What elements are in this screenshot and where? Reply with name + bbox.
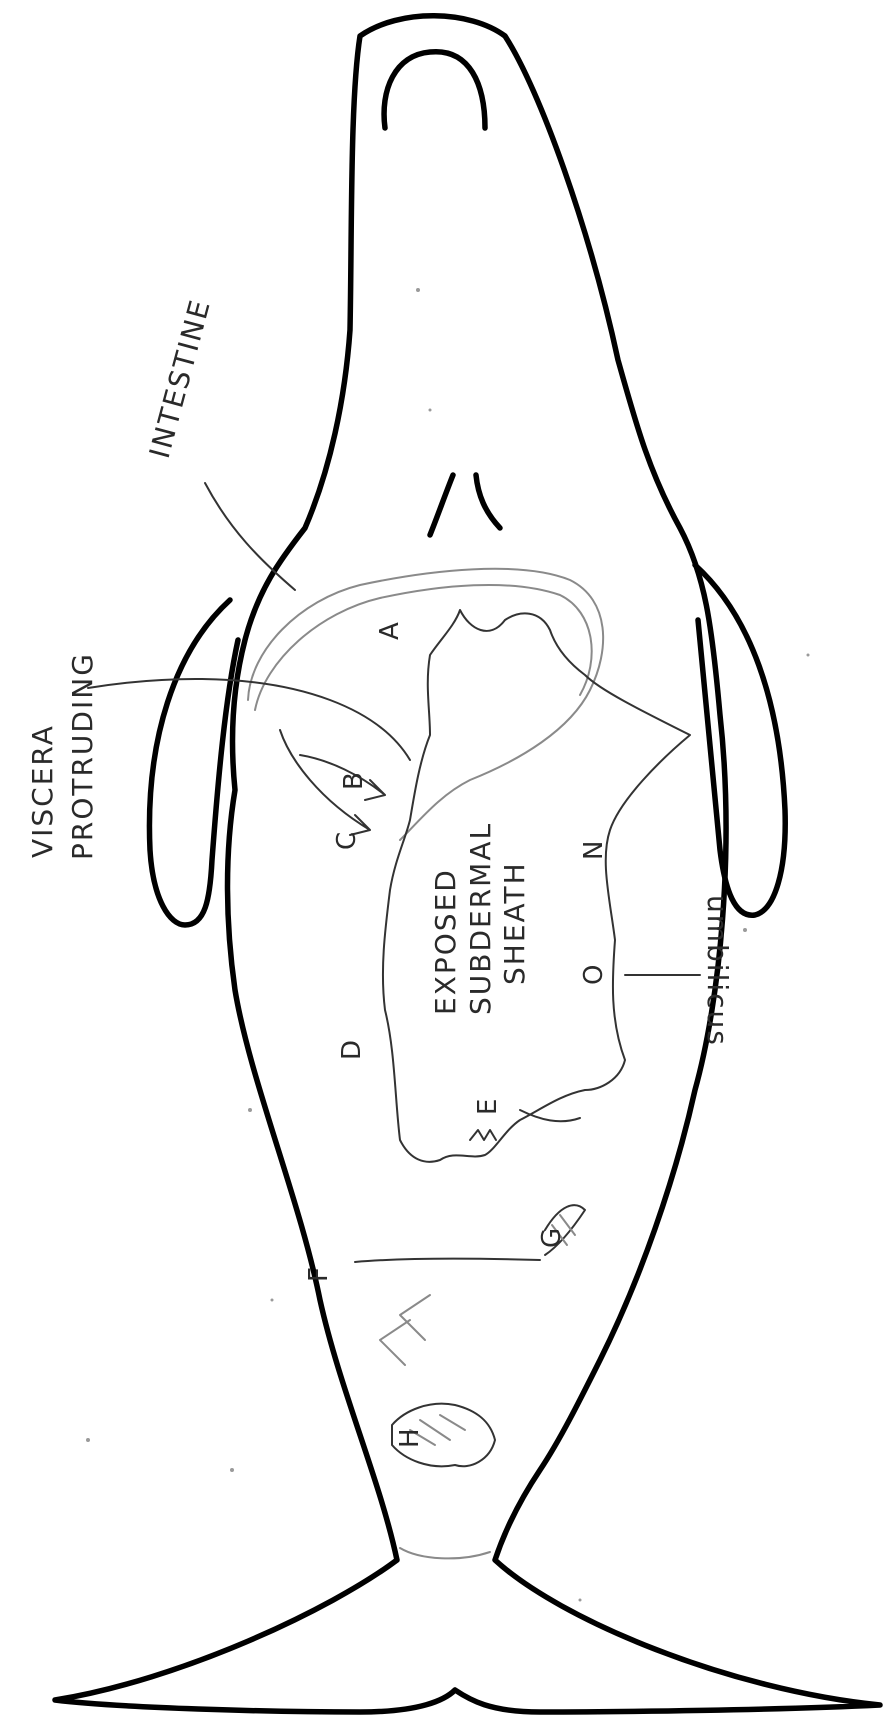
chevron-mark-2 [380, 1320, 410, 1365]
head-inner-outline [384, 52, 485, 128]
chevron-mark-1 [400, 1295, 430, 1340]
sheath-squiggle [470, 1130, 496, 1140]
label-protruding: PROTRUDING [66, 652, 99, 860]
point-label-g: G [537, 1228, 567, 1248]
point-label-a: A [375, 622, 405, 640]
slit-mark-right [476, 475, 500, 528]
label-exposed: EXPOSED [429, 868, 462, 1015]
point-label-n: N [579, 841, 609, 860]
point-label-b: B [339, 772, 369, 790]
point-label-c: C [332, 832, 362, 850]
peduncle-sketch [400, 1548, 490, 1558]
intestine-pointer [205, 483, 295, 590]
label-intestine: INTESTINE [143, 295, 217, 462]
label-viscera: VISCERA [26, 724, 59, 858]
point-label-o: O [579, 965, 609, 985]
point-label-h: H [395, 1428, 425, 1448]
slit-mark-left [430, 475, 453, 535]
point-label-e: E [473, 1099, 503, 1115]
label-subdermal: SUBDERMAL [464, 822, 497, 1015]
point-label-d: D [337, 1040, 367, 1060]
point-label-f: F [304, 1267, 334, 1282]
intestine-loop [248, 569, 603, 840]
label-sheath: SHEATH [498, 861, 531, 985]
lower-groove [355, 1259, 540, 1262]
label-umbilicus: umbilicus [701, 895, 734, 1047]
